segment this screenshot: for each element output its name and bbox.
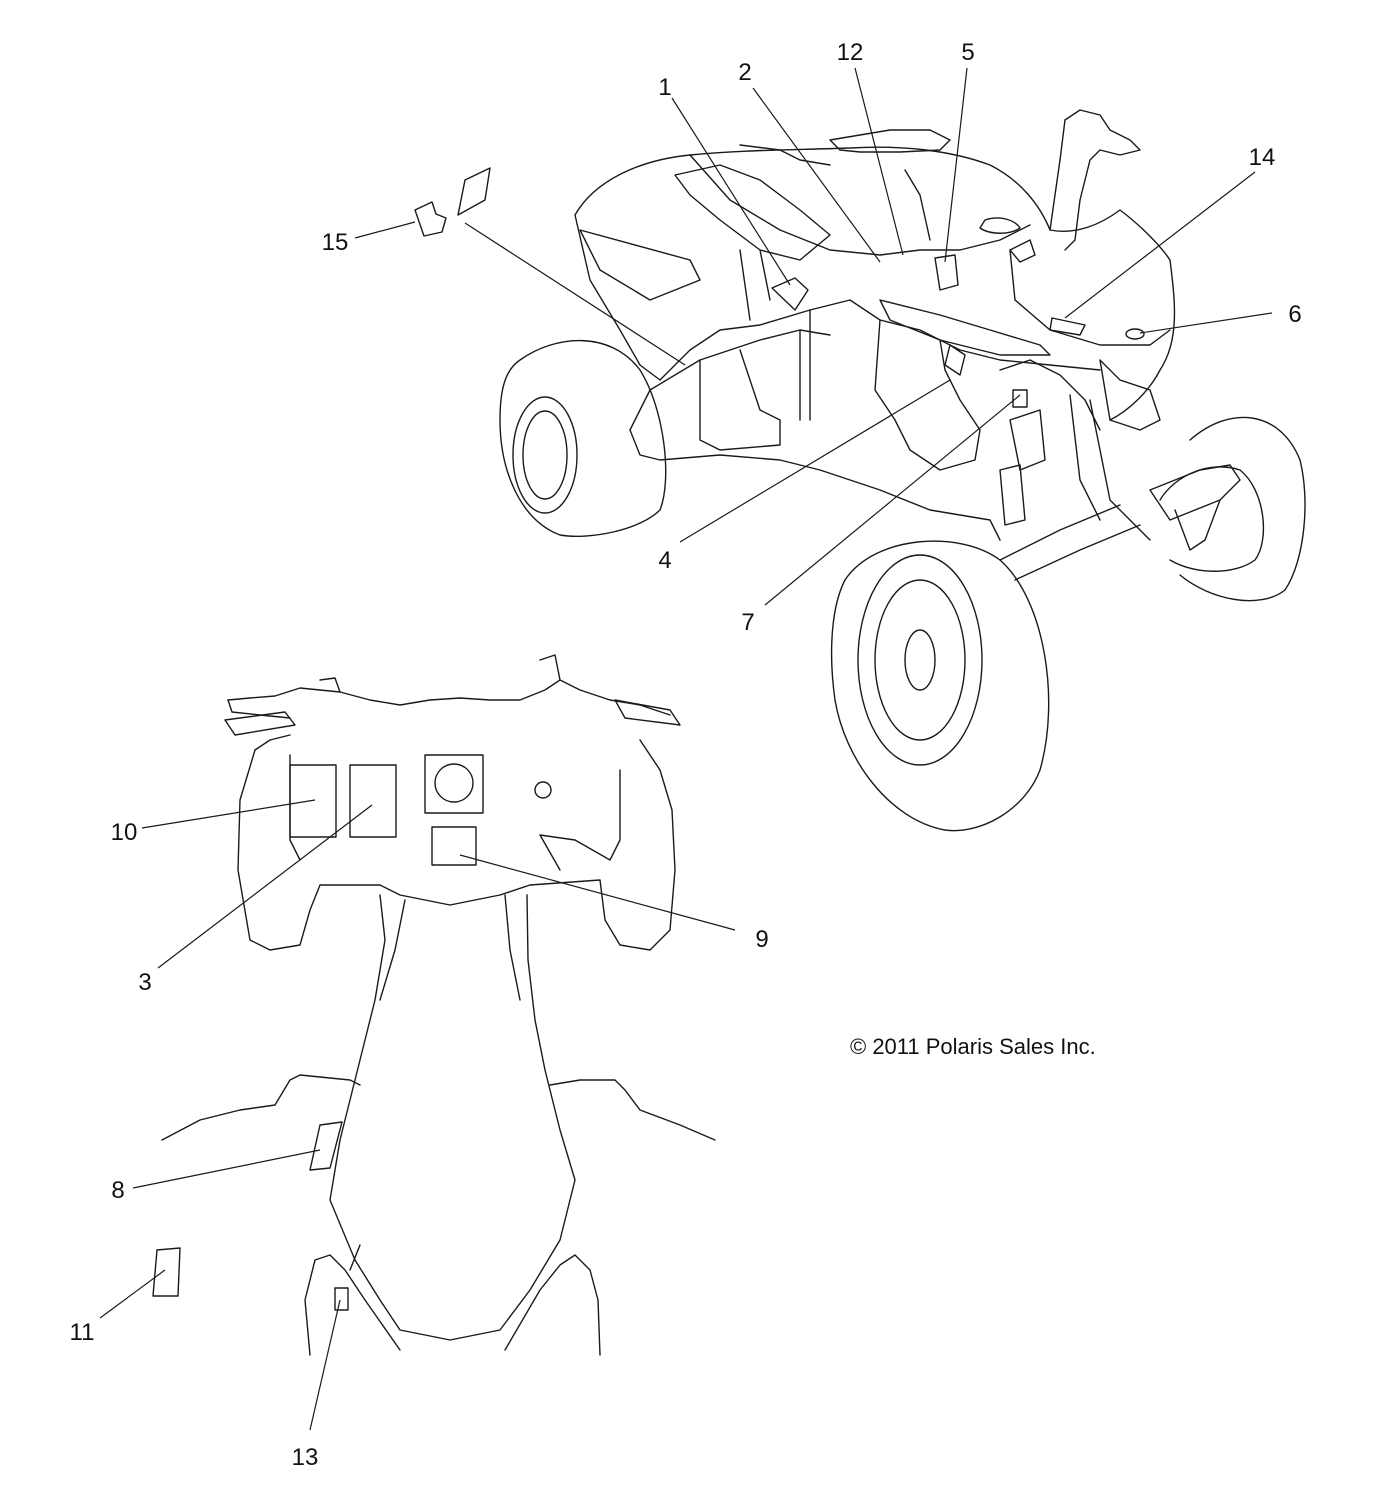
leader-lines bbox=[99, 67, 1273, 1431]
key-switch bbox=[534, 781, 552, 799]
callout-1: 1 bbox=[658, 74, 671, 101]
gauge-dial bbox=[434, 763, 474, 803]
callout-14: 14 bbox=[1249, 144, 1276, 171]
callout-labels: 1 2 3 4 5 6 7 8 9 10 11 12 13 14 15 bbox=[70, 39, 1302, 1471]
decal-7-shape bbox=[1012, 389, 1028, 408]
atv-body bbox=[574, 109, 1241, 581]
leader-8 bbox=[132, 1149, 321, 1189]
callout-4: 4 bbox=[658, 547, 671, 574]
decal-1-shape bbox=[771, 277, 809, 311]
leader-15b bbox=[464, 222, 686, 366]
callout-7: 7 bbox=[741, 609, 754, 636]
atv-decal-areas bbox=[771, 254, 1145, 408]
decal-3-shape bbox=[349, 764, 397, 838]
decal-8-shape bbox=[309, 1121, 343, 1171]
decal-6-shape bbox=[1125, 328, 1145, 340]
decal-14-shape bbox=[1049, 317, 1086, 336]
leader-3 bbox=[157, 804, 373, 969]
decal-10-shape bbox=[289, 764, 337, 838]
front-left-wheel bbox=[1159, 416, 1306, 602]
leader-6 bbox=[1139, 312, 1273, 334]
leader-12 bbox=[854, 67, 904, 256]
leader-14 bbox=[1064, 171, 1256, 319]
decal-11-shape bbox=[152, 1247, 181, 1297]
copyright-notice: © 2011 Polaris Sales Inc. bbox=[850, 1034, 1096, 1059]
callout-15: 15 bbox=[322, 229, 349, 256]
atv-top-view-drawing bbox=[152, 654, 716, 1356]
callout-8: 8 bbox=[111, 1177, 124, 1204]
decal-9-shape bbox=[431, 826, 477, 866]
leader-13 bbox=[309, 1299, 341, 1431]
callout-12: 12 bbox=[837, 39, 864, 66]
leader-2 bbox=[752, 87, 881, 263]
leader-4 bbox=[679, 379, 951, 543]
callout-13: 13 bbox=[292, 1444, 319, 1471]
atv-vehicle-drawing bbox=[499, 109, 1306, 832]
leader-9 bbox=[459, 854, 736, 931]
gauge-frame bbox=[424, 754, 484, 814]
leader-5 bbox=[944, 67, 968, 263]
leader-1 bbox=[671, 97, 791, 286]
leader-10 bbox=[141, 799, 316, 829]
callout-9: 9 bbox=[755, 926, 768, 953]
leader-15a bbox=[354, 221, 416, 239]
callout-5: 5 bbox=[961, 39, 974, 66]
callout-3: 3 bbox=[138, 969, 151, 996]
decal-5-shape bbox=[934, 254, 959, 291]
decal-15-pieces bbox=[414, 167, 491, 237]
leader-7 bbox=[764, 394, 1021, 606]
callout-11: 11 bbox=[70, 1319, 95, 1346]
leader-11 bbox=[99, 1269, 166, 1319]
callout-6: 6 bbox=[1288, 301, 1301, 328]
front-right-wheel bbox=[830, 540, 1050, 832]
decal-13-shape bbox=[334, 1287, 349, 1311]
callout-10: 10 bbox=[111, 819, 138, 846]
rear-wheel bbox=[499, 339, 667, 537]
callout-2: 2 bbox=[738, 59, 751, 86]
